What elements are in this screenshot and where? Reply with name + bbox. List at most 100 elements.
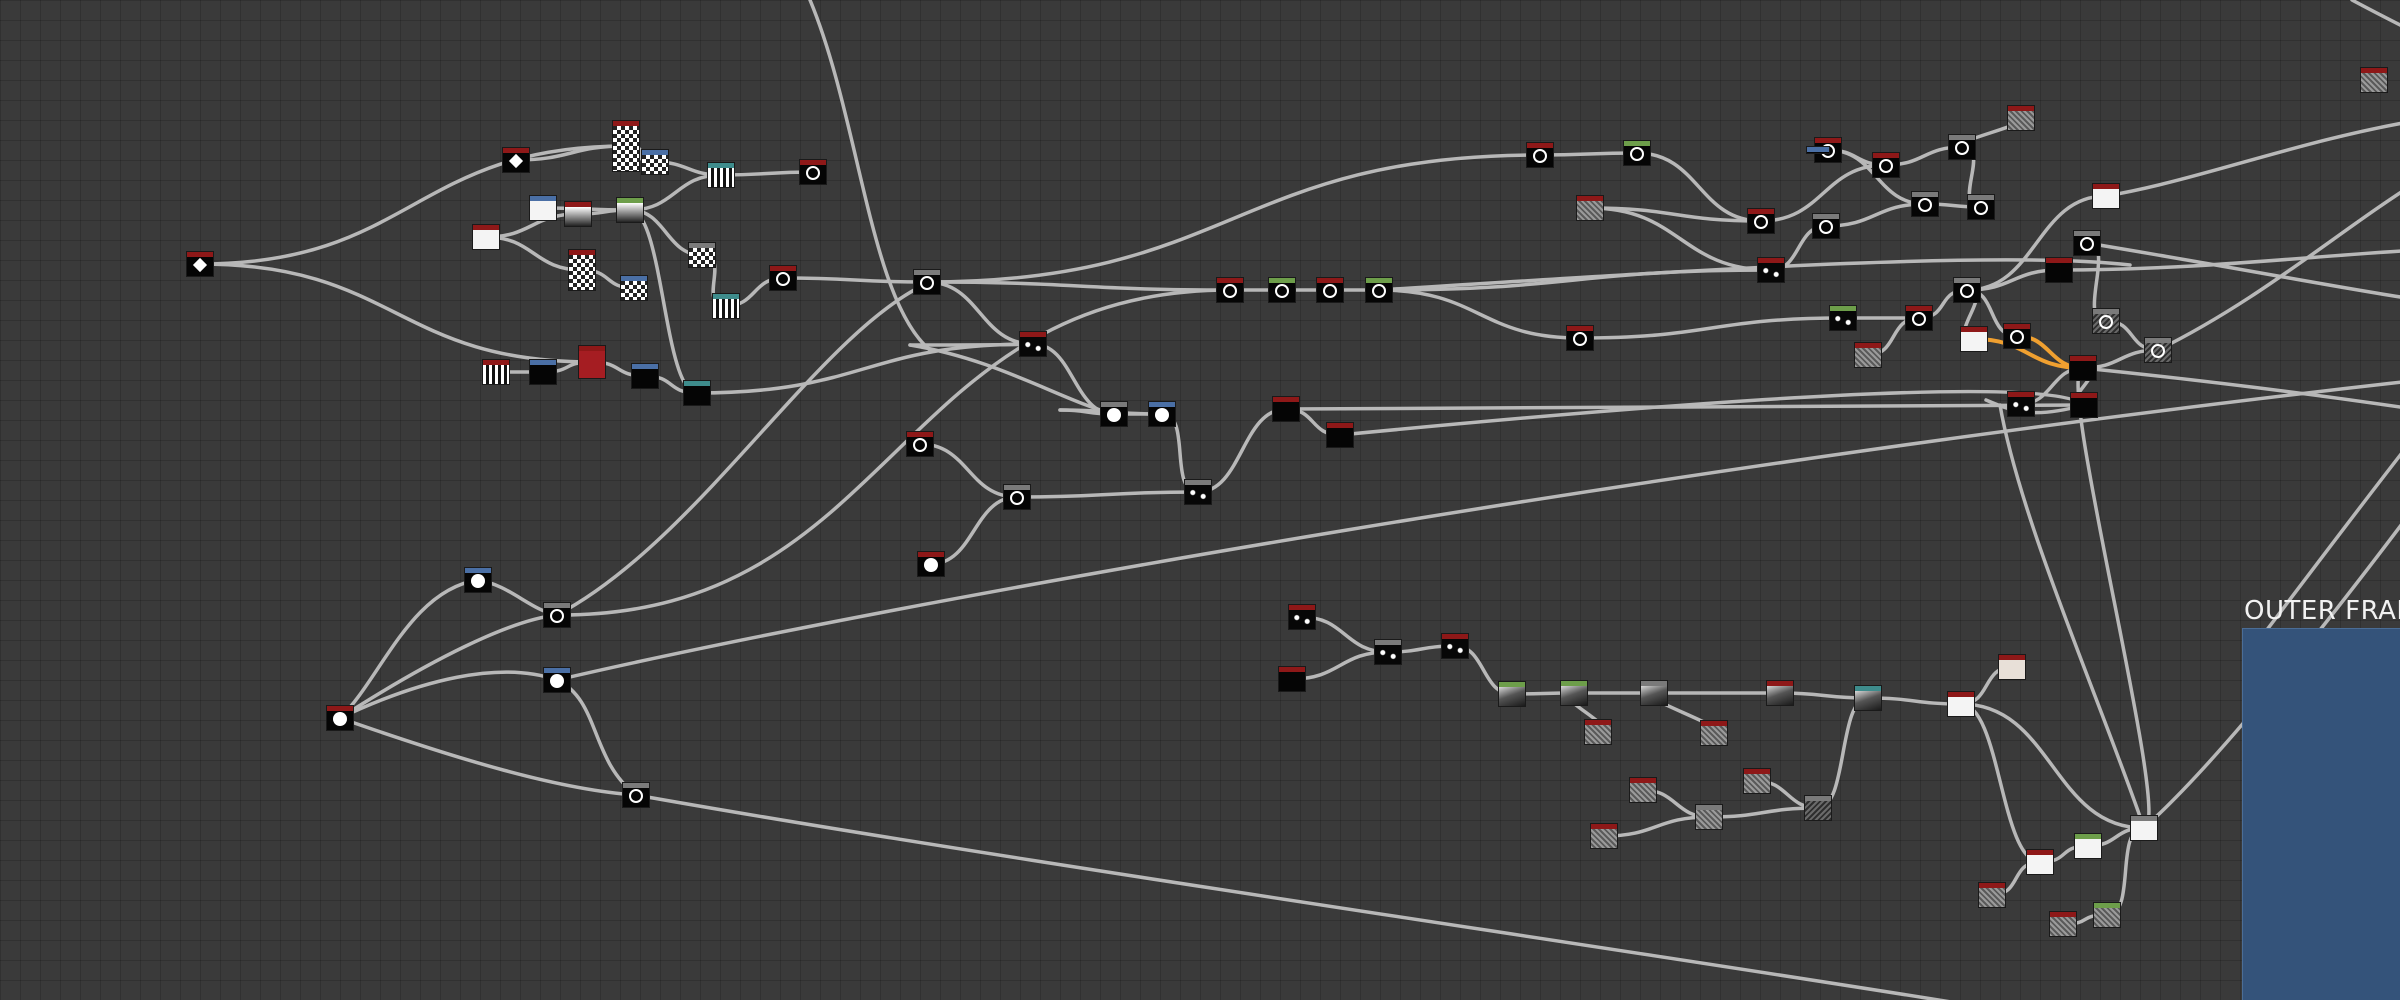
graph-node[interactable] bbox=[2007, 391, 2035, 417]
graph-node[interactable] bbox=[688, 242, 716, 268]
node-header bbox=[713, 294, 739, 299]
graph-node[interactable] bbox=[2092, 183, 2120, 209]
graph-node[interactable] bbox=[568, 249, 596, 291]
node-header bbox=[623, 783, 649, 788]
graph-node[interactable] bbox=[1374, 639, 1402, 665]
graph-node[interactable] bbox=[1288, 604, 1316, 630]
graph-node[interactable] bbox=[1757, 257, 1785, 283]
graph-node[interactable] bbox=[1854, 342, 1882, 368]
graph-node[interactable] bbox=[620, 275, 648, 301]
graph-node[interactable] bbox=[1812, 213, 1840, 239]
graph-node[interactable] bbox=[1560, 680, 1588, 706]
graph-node[interactable] bbox=[482, 359, 510, 385]
graph-node[interactable] bbox=[1695, 804, 1723, 830]
graph-node[interactable] bbox=[2360, 67, 2388, 93]
graph-node[interactable] bbox=[1272, 396, 1300, 422]
graph-node[interactable] bbox=[1184, 479, 1212, 505]
graph-node[interactable] bbox=[1967, 194, 1995, 220]
graph-node[interactable] bbox=[464, 567, 492, 593]
graph-node[interactable] bbox=[543, 667, 571, 693]
graph-node[interactable] bbox=[799, 159, 827, 185]
graph-node[interactable] bbox=[2130, 815, 2158, 841]
graph-node[interactable] bbox=[1566, 325, 1594, 351]
graph-node[interactable] bbox=[631, 363, 659, 389]
graph-node[interactable] bbox=[1268, 277, 1296, 303]
graph-node[interactable] bbox=[1947, 691, 1975, 717]
graph-node[interactable] bbox=[529, 195, 557, 221]
ring-icon bbox=[1323, 284, 1337, 299]
outer-frame[interactable] bbox=[2242, 628, 2400, 1000]
graph-node[interactable] bbox=[1640, 680, 1668, 706]
graph-node[interactable] bbox=[1316, 277, 1344, 303]
graph-node[interactable] bbox=[769, 265, 797, 291]
graph-node[interactable] bbox=[1365, 277, 1393, 303]
graph-node[interactable] bbox=[2144, 337, 2172, 363]
graph-node[interactable] bbox=[1216, 277, 1244, 303]
graph-node[interactable] bbox=[1905, 305, 1933, 331]
graph-node[interactable] bbox=[578, 345, 606, 379]
graph-node[interactable] bbox=[1623, 140, 1651, 166]
graph-node[interactable] bbox=[612, 120, 640, 172]
graph-node[interactable] bbox=[186, 251, 214, 277]
graph-node[interactable] bbox=[1953, 277, 1981, 303]
graph-node[interactable] bbox=[2073, 230, 2101, 256]
graph-node[interactable] bbox=[1278, 666, 1306, 692]
graph-node[interactable] bbox=[2093, 902, 2121, 928]
graph-node[interactable] bbox=[1911, 191, 1939, 217]
graph-node[interactable] bbox=[2070, 392, 2098, 418]
graph-node[interactable] bbox=[616, 197, 644, 223]
ring-icon bbox=[2099, 315, 2113, 330]
graph-node[interactable] bbox=[2049, 911, 2077, 937]
graph-node[interactable] bbox=[622, 782, 650, 808]
graph-node[interactable] bbox=[1526, 142, 1554, 168]
graph-node[interactable] bbox=[2069, 355, 2097, 381]
graph-node[interactable] bbox=[1003, 484, 1031, 510]
graph-node[interactable] bbox=[707, 162, 735, 188]
graph-node[interactable] bbox=[2003, 323, 2031, 349]
graph-node[interactable] bbox=[1441, 633, 1469, 659]
graph-node[interactable] bbox=[1960, 326, 1988, 352]
graph-node[interactable] bbox=[1948, 134, 1976, 160]
graph-node[interactable] bbox=[2092, 308, 2120, 334]
graph-node[interactable] bbox=[502, 147, 530, 173]
graph-node[interactable] bbox=[1998, 654, 2026, 680]
graph-node[interactable] bbox=[1829, 305, 1857, 331]
graph-node[interactable] bbox=[2074, 833, 2102, 859]
graph-node[interactable] bbox=[2026, 849, 2054, 875]
graph-node[interactable] bbox=[472, 224, 500, 250]
graph-node[interactable] bbox=[906, 431, 934, 457]
graph-node[interactable] bbox=[1747, 208, 1775, 234]
graph-node[interactable] bbox=[1700, 720, 1728, 746]
graph-node[interactable] bbox=[1148, 401, 1176, 427]
graph-node[interactable] bbox=[1854, 685, 1882, 711]
graph-node[interactable] bbox=[2045, 257, 2073, 283]
graph-node[interactable] bbox=[913, 269, 941, 295]
graph-node[interactable] bbox=[917, 551, 945, 577]
graph-node[interactable] bbox=[1629, 777, 1657, 803]
graph-node[interactable] bbox=[564, 201, 592, 227]
graph-node[interactable] bbox=[2007, 105, 2035, 131]
graph-node[interactable] bbox=[1498, 681, 1526, 707]
graph-node[interactable] bbox=[1743, 768, 1771, 794]
graph-node[interactable] bbox=[1100, 401, 1128, 427]
graph-node[interactable] bbox=[1978, 882, 2006, 908]
graph-node[interactable] bbox=[529, 359, 557, 385]
node-thumbnail bbox=[1561, 686, 1587, 705]
graph-node[interactable] bbox=[1766, 680, 1794, 706]
node-header bbox=[1979, 883, 2005, 888]
graph-node[interactable] bbox=[543, 602, 571, 628]
graph-node[interactable] bbox=[1326, 422, 1354, 448]
wire bbox=[338, 670, 559, 720]
graph-node[interactable] bbox=[641, 149, 669, 175]
graph-node[interactable] bbox=[683, 380, 711, 406]
graph-node[interactable] bbox=[1584, 719, 1612, 745]
graph-node[interactable] bbox=[712, 293, 740, 319]
graph-node[interactable] bbox=[1806, 146, 1830, 154]
graph-node[interactable] bbox=[1590, 823, 1618, 849]
graph-node[interactable] bbox=[326, 705, 354, 731]
graph-node[interactable] bbox=[1804, 795, 1832, 821]
graph-node[interactable] bbox=[1576, 195, 1604, 221]
graph-node[interactable] bbox=[1019, 331, 1047, 357]
graph-node[interactable] bbox=[1872, 152, 1900, 178]
